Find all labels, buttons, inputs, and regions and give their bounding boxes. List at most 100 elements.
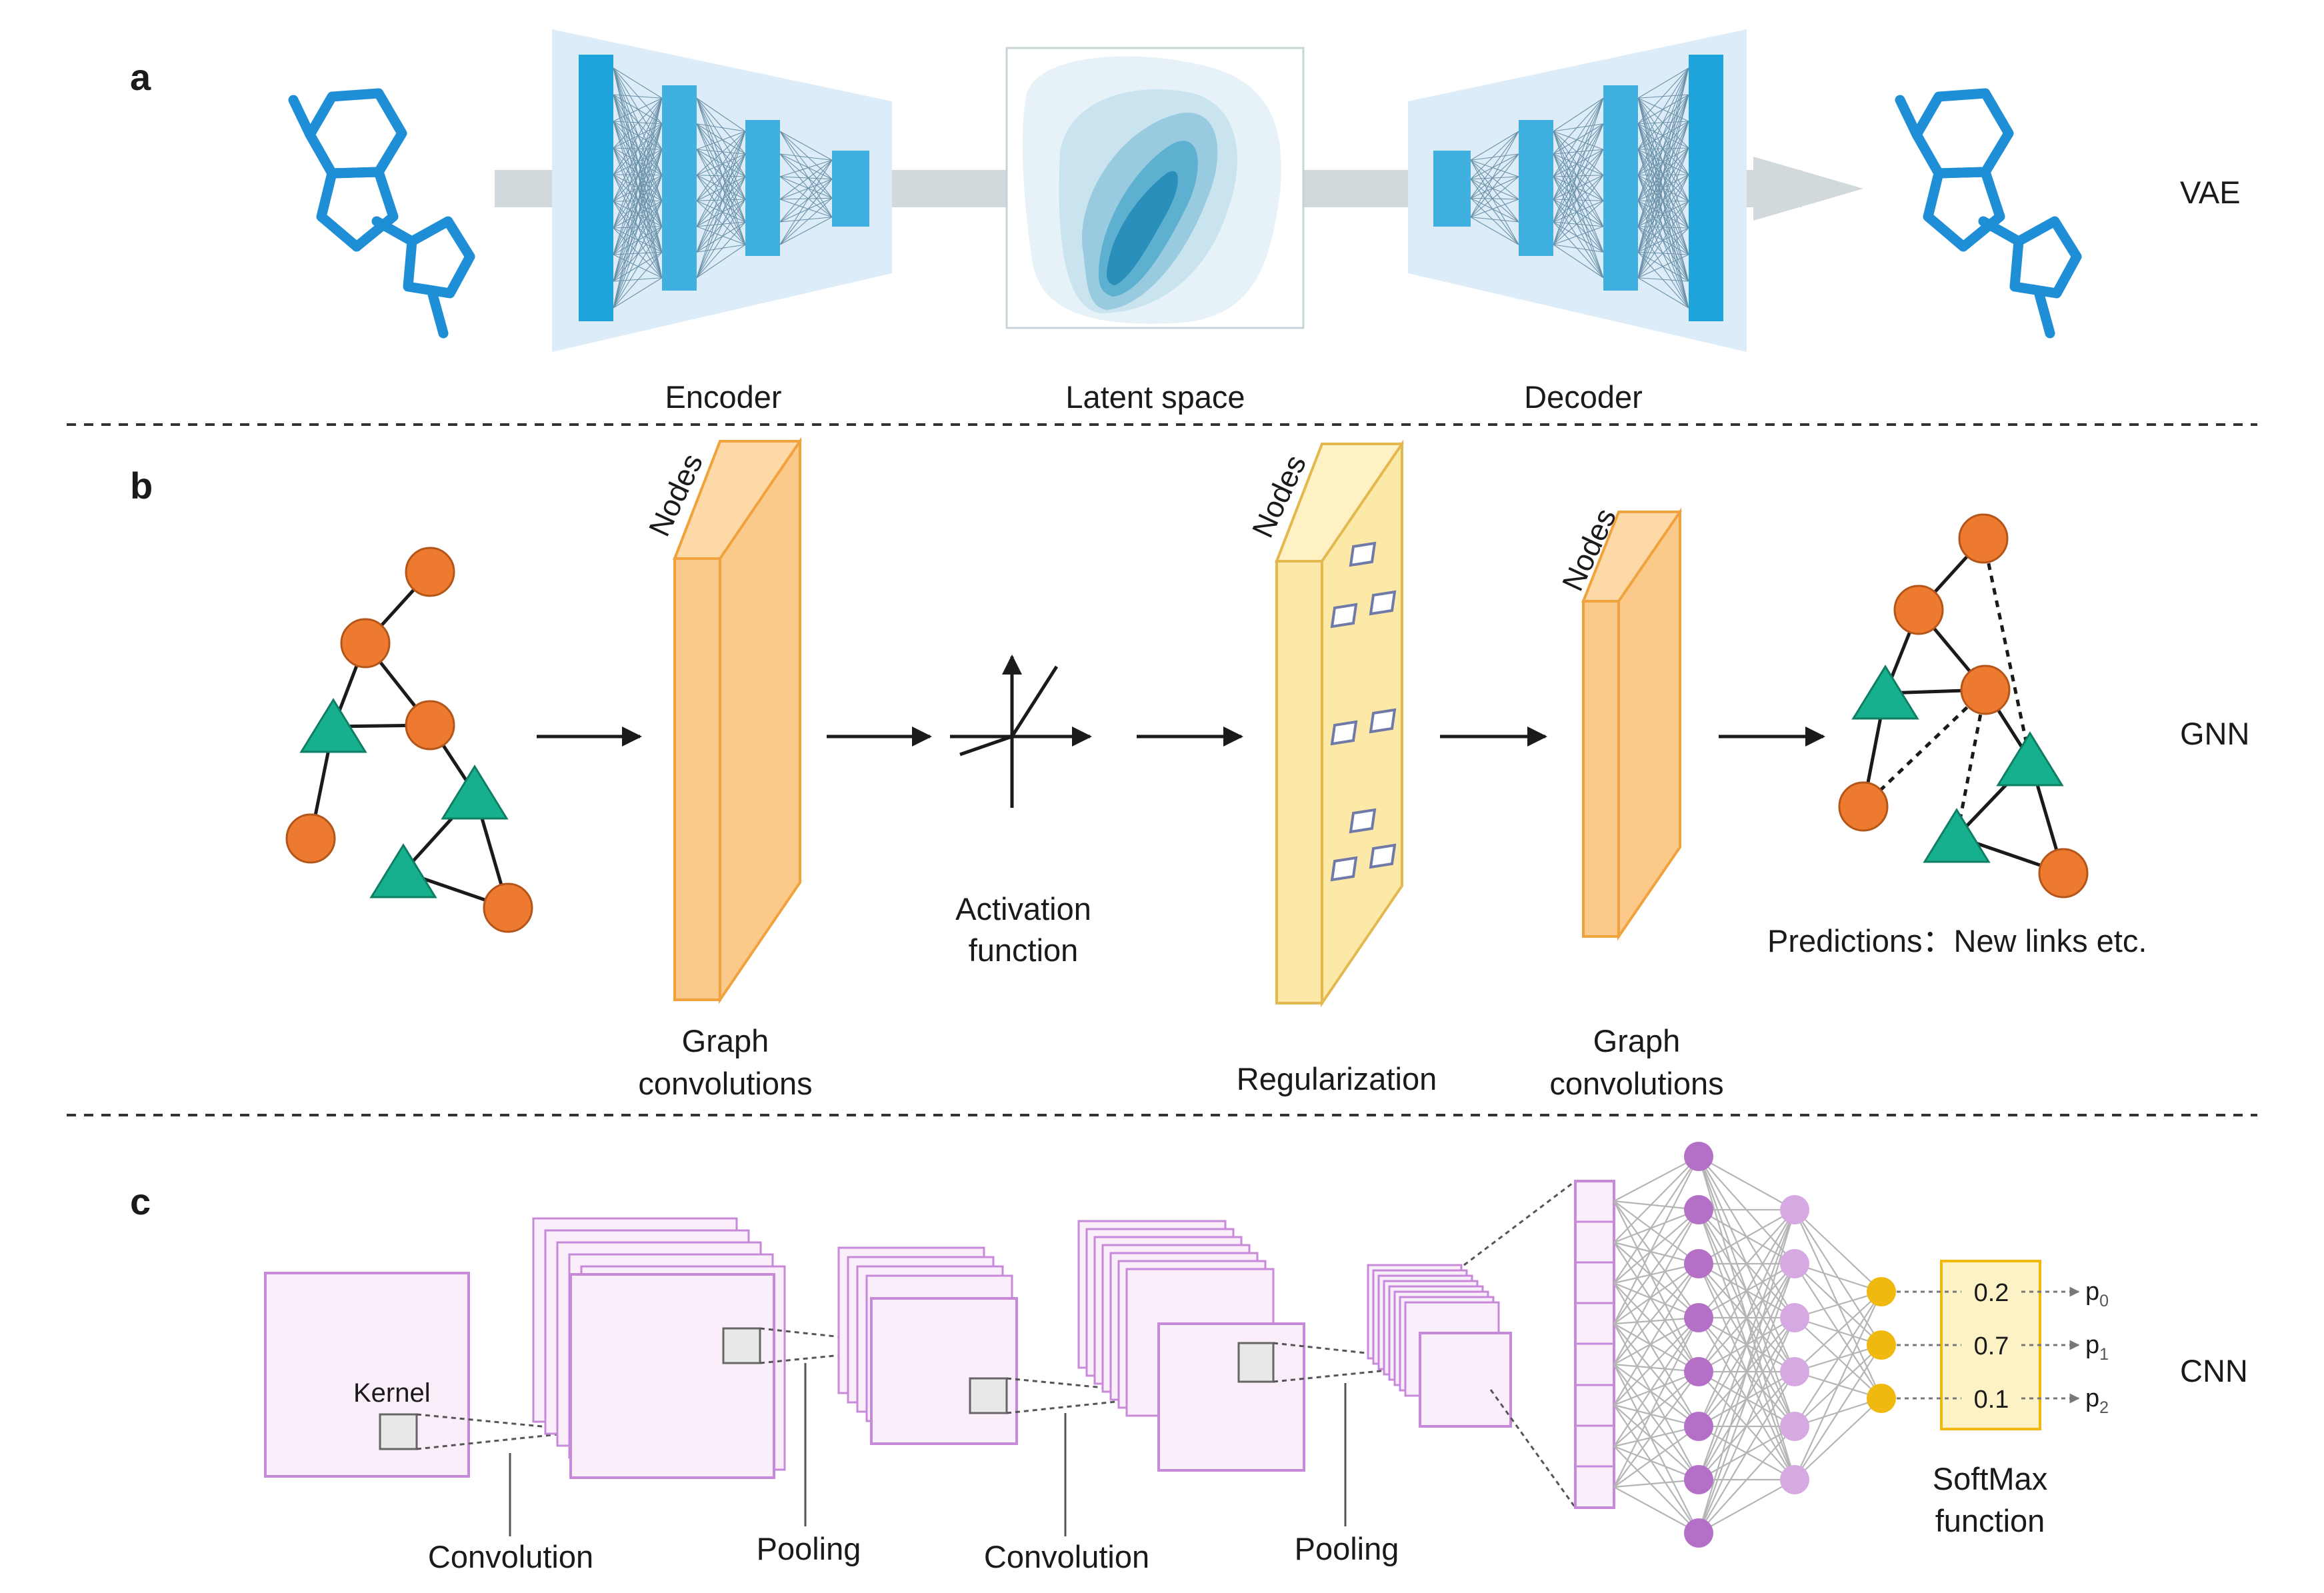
flatten-vector (1574, 1180, 1615, 1509)
pool-window (722, 1327, 761, 1364)
fc-node (1780, 1412, 1809, 1441)
softmax-flow (1897, 1286, 2080, 1404)
encoder-network (552, 29, 892, 352)
feature-map-stack-4 (1367, 1264, 1512, 1428)
fc-node (1684, 1249, 1713, 1278)
pooling-label-1: Pooling (757, 1531, 861, 1566)
decoder-layer-1 (1433, 151, 1471, 227)
flatten-projection (1463, 1180, 1577, 1508)
fc-connections (1613, 1156, 1882, 1534)
softmax-value-2: 0.1 (1974, 1386, 2009, 1414)
graph-conv-slab-1 (673, 437, 802, 1004)
fc-layer-2 (1780, 1195, 1809, 1494)
fc-node (1684, 1303, 1713, 1332)
output-prob-2: p2 (2085, 1384, 2109, 1417)
predicted-links (1862, 538, 2032, 837)
latent-space-plot (1005, 47, 1305, 329)
encoder-label: Encoder (665, 379, 781, 415)
graph-conv-label-1b: convolutions (638, 1066, 812, 1101)
feature-map-stack-1 (532, 1217, 786, 1479)
graph-node-green (299, 698, 367, 753)
fc-node (1780, 1249, 1809, 1278)
regularization-slab (1275, 439, 1404, 1008)
output-prob-1: p1 (2085, 1331, 2109, 1364)
activation-label-a: Activation (955, 891, 1091, 926)
graph-conv-label-2b: convolutions (1549, 1066, 1723, 1101)
fc-node (1684, 1357, 1713, 1386)
activation-function-icon (950, 655, 1092, 808)
fc-node (1684, 1465, 1713, 1494)
decoder-label: Decoder (1524, 379, 1643, 415)
fc-node (1780, 1465, 1809, 1494)
convolution-label-2: Convolution (984, 1539, 1149, 1574)
panel-label-b: b (130, 465, 153, 507)
pool-window (1237, 1342, 1275, 1383)
encoder-layer-2 (662, 85, 697, 291)
graph-node-green (369, 843, 437, 898)
feature-map-stack-3 (1077, 1220, 1305, 1472)
graph-node-orange (1958, 513, 2009, 564)
input-molecule-icon (288, 88, 475, 339)
fc-node (1780, 1303, 1809, 1332)
graph-node-orange (340, 618, 391, 669)
kernel-box (969, 1377, 1008, 1414)
graph-node-green (441, 765, 509, 820)
encoder-layer-4 (832, 151, 869, 227)
panel-c-cnn: c CNN Kernel Convolution Pooling (130, 1142, 2248, 1574)
graph-node-orange (285, 813, 336, 864)
fc-node (1684, 1195, 1713, 1224)
predictions-label: Predictions：New links etc. (1767, 923, 2147, 958)
pooling-label-2: Pooling (1295, 1531, 1399, 1566)
input-graph (285, 547, 533, 933)
output-molecule-icon (1895, 88, 2082, 339)
decoder-network (1408, 29, 1747, 352)
vae-side-label: VAE (2180, 175, 2241, 210)
panel-label-a: a (130, 56, 151, 98)
kernel-projection (416, 1413, 591, 1450)
decoder-layer-2 (1519, 120, 1553, 256)
encoder-layer-1 (579, 55, 613, 321)
encoder-layer-3 (745, 120, 780, 256)
graph-node-orange (405, 700, 455, 751)
graph-node-orange (1960, 665, 2011, 715)
regularization-label: Regularization (1237, 1061, 1437, 1096)
graph-conv-slab-2 (1581, 507, 1682, 941)
gnn-side-label: GNN (2180, 716, 2249, 751)
softmax-label-b: function (1935, 1503, 2045, 1538)
decoder-layer-4 (1689, 55, 1723, 321)
dropout-markers (1330, 541, 1397, 882)
output-node (1867, 1277, 1896, 1306)
output-prob-0: p0 (2085, 1278, 2109, 1310)
softmax-label-a: SoftMax (1933, 1461, 2047, 1496)
graph-node-green (1923, 808, 1991, 863)
decoder-layer-3 (1603, 85, 1638, 291)
vae-flow-arrowhead (1753, 157, 1863, 221)
graph-conv-label-1a: Graph (682, 1023, 769, 1058)
graph-node-green (1996, 731, 2064, 787)
panel-a-vae: a VAE Encoder (130, 29, 2241, 415)
kernel-box (379, 1413, 418, 1450)
kernel-label: Kernel (353, 1378, 431, 1408)
softmax-value-0: 0.2 (1974, 1279, 2009, 1307)
kernel-projection-2 (1006, 1377, 1181, 1414)
graph-node-orange (483, 882, 533, 933)
fc-layer-1 (1684, 1142, 1713, 1548)
graph-node-orange (2038, 848, 2089, 898)
fc-node (1780, 1195, 1809, 1224)
softmax-value-1: 0.7 (1974, 1332, 2009, 1360)
fc-node (1780, 1357, 1809, 1386)
panel-b-gnn: b GNN (130, 437, 2249, 1101)
fc-node (1684, 1142, 1713, 1171)
output-node (1867, 1330, 1896, 1360)
latent-space-label: Latent space (1065, 379, 1245, 415)
graph-conv-label-2a: Graph (1593, 1023, 1681, 1058)
output-node (1867, 1384, 1896, 1413)
fc-node (1684, 1518, 1713, 1548)
graph-node-orange (405, 547, 455, 597)
graph-node-orange (1838, 781, 1889, 832)
graph-node-green (1851, 665, 1919, 720)
input-image (264, 1272, 470, 1478)
panel-label-c: c (130, 1180, 151, 1222)
output-layer (1867, 1277, 1896, 1413)
